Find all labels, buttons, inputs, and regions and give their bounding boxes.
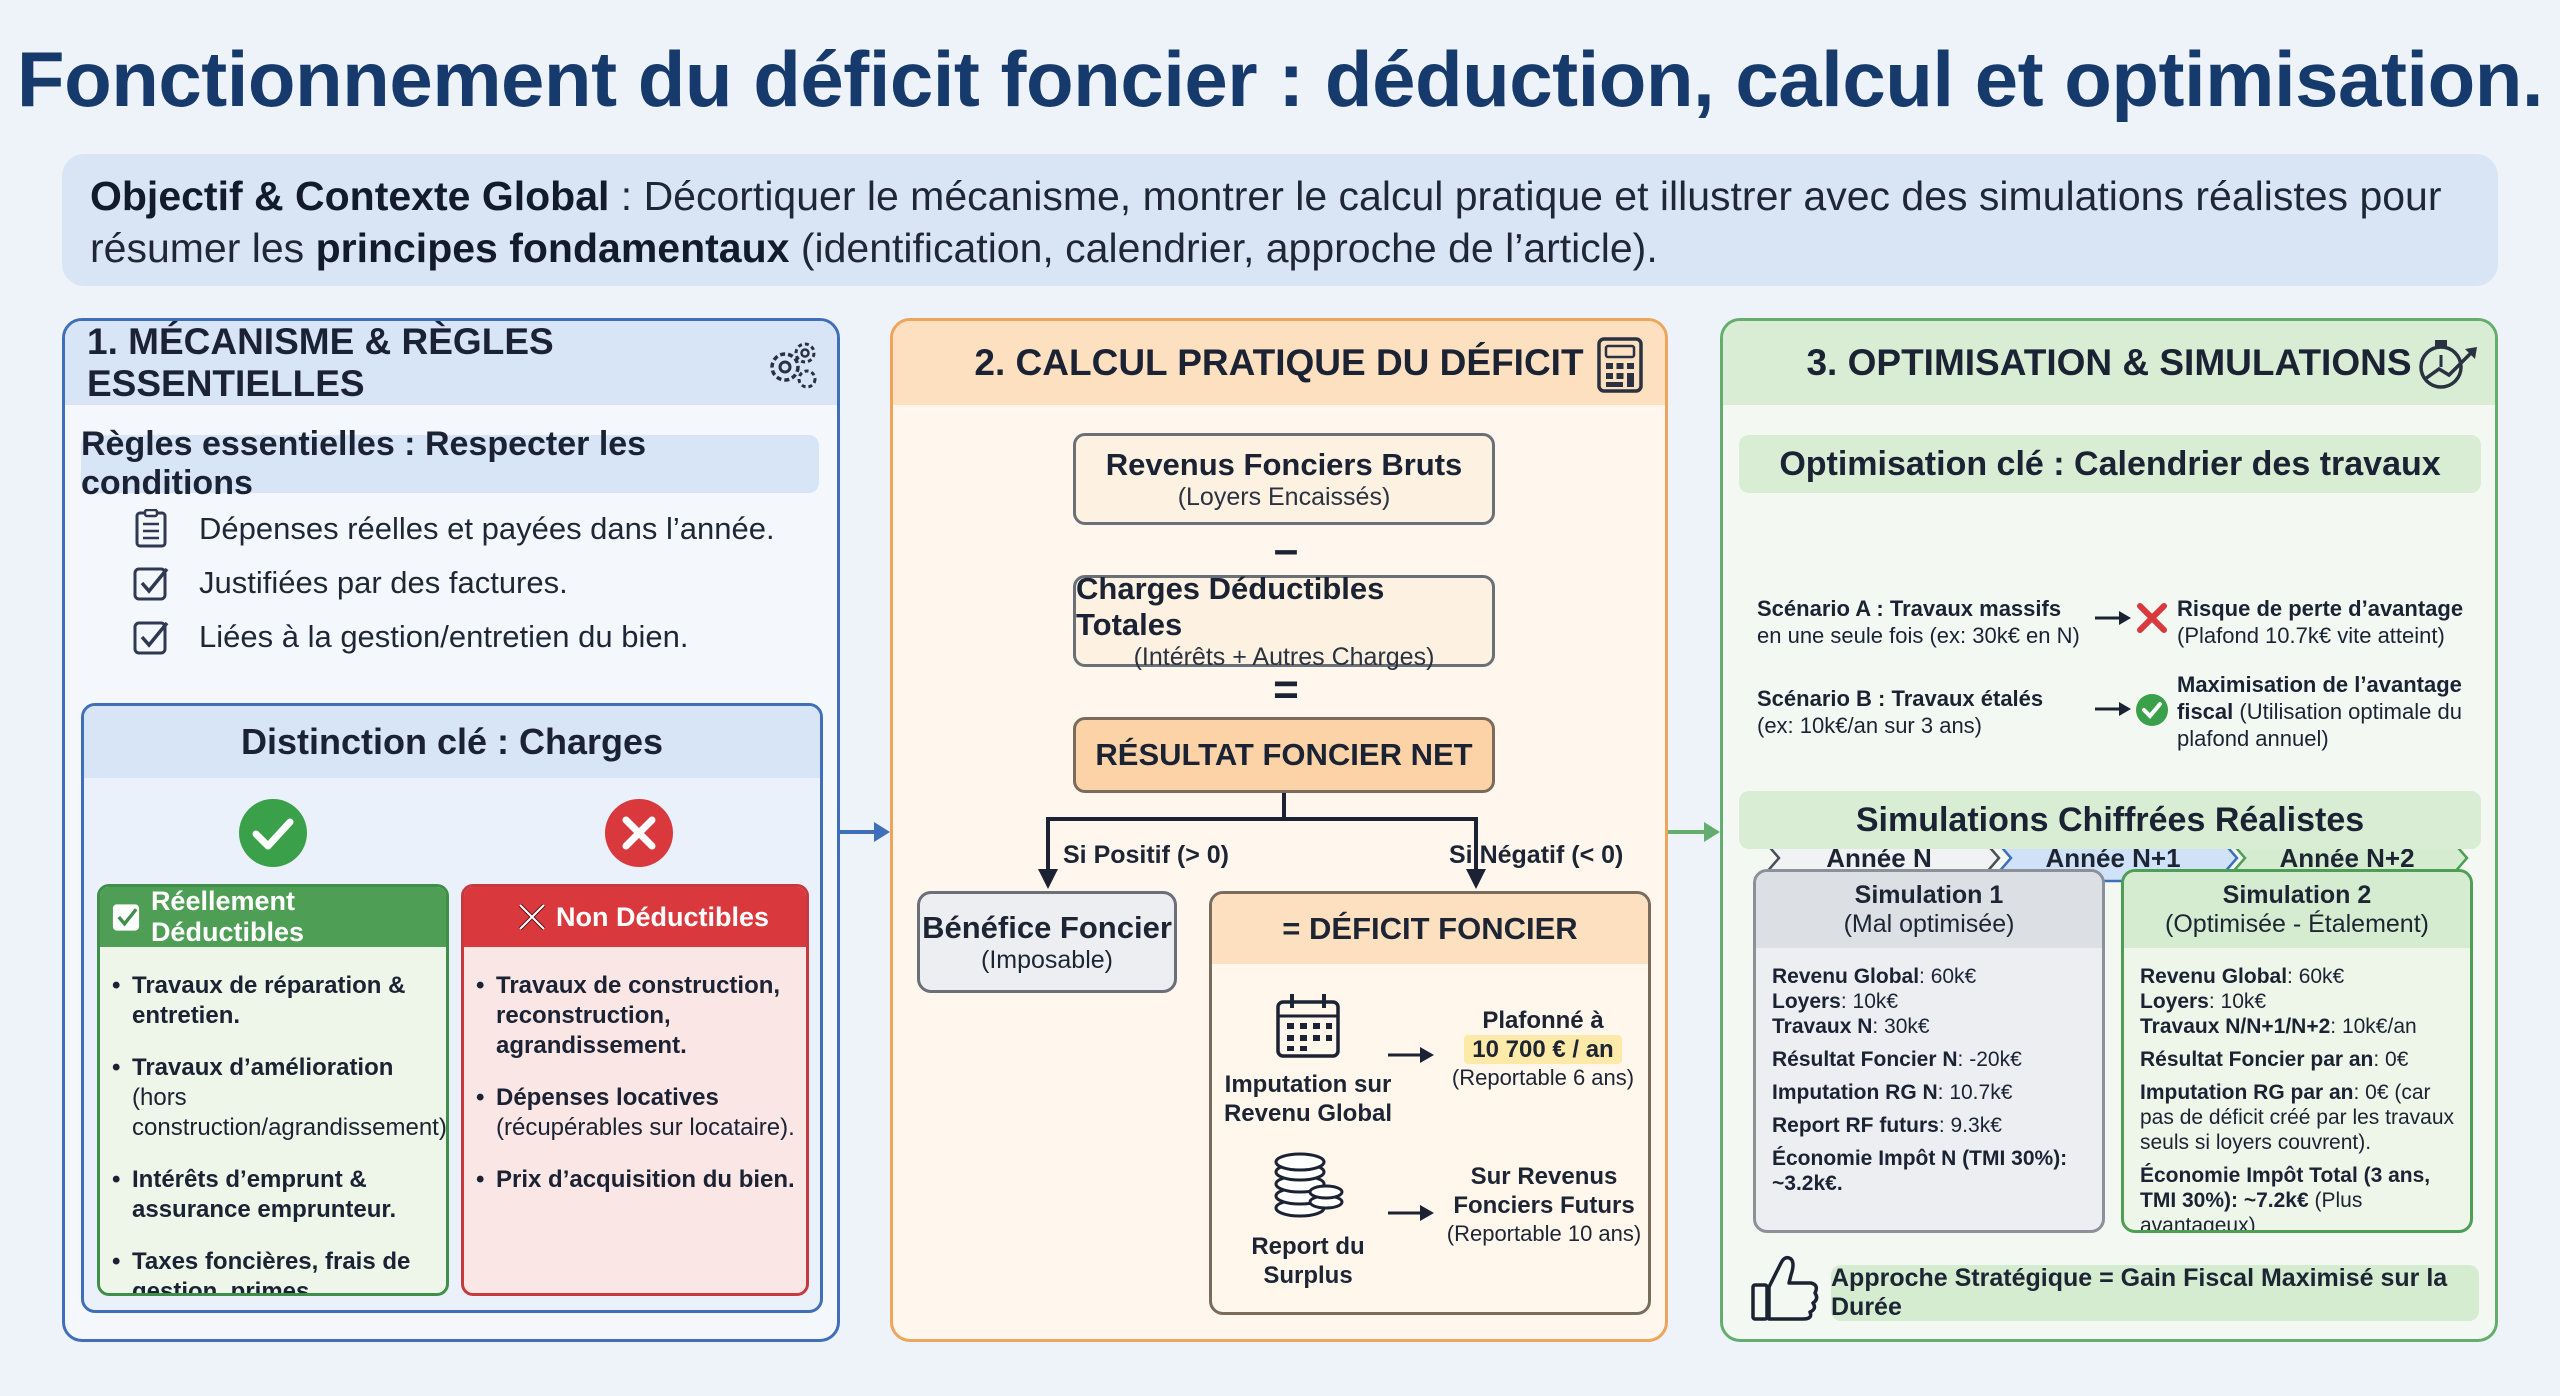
calendar-title: Optimisation clé : Calendrier des travau… [1739, 435, 2481, 493]
non-deductible-list: Travaux de construction, reconstruction,… [474, 971, 804, 1217]
deductible-header: Réellement Déductibles [100, 887, 446, 947]
calculator-icon [1597, 337, 1643, 393]
scenario-a-outcome: Risque de perte d’avantage (Plafond 10.7… [2177, 596, 2464, 648]
rule-item: Dépenses réelles et payées dans l’année. [131, 509, 775, 549]
list-item: Report RF futurs: 9.3k€ [1772, 1114, 2002, 1137]
mechanism-panel: 1. MÉCANISME & RÈGLES ESSENTIELLES Règle… [62, 318, 840, 1342]
list-item: Imputation RG par an: 0€ (car pas de déf… [2140, 1081, 2454, 1154]
objective-label: Objectif & Contexte Global [90, 173, 610, 219]
coins-stack-icon [1274, 1152, 1344, 1218]
objective-text-2: (identification, calendrier, approche de… [789, 225, 1658, 271]
list-item: Résultat Foncier N: -20k€ [1772, 1048, 2022, 1071]
checkbox-checked-icon [112, 904, 140, 931]
cross-icon [518, 903, 546, 931]
simulation-2-subtitle: (Optimisée - Étalement) [2165, 910, 2429, 938]
simulation-1-subtitle: (Mal optimisée) [1843, 910, 2015, 938]
objective-text-1: : Décortiquer le mécanisme, montrer le c… [90, 173, 2442, 271]
arrow-right-icon [840, 822, 890, 842]
simulation-1-title: Simulation 1 [1854, 881, 2004, 909]
distinction-title: Distinction clé : Charges [84, 706, 820, 778]
list-item: Prix d’acquisition du bien. [474, 1165, 804, 1195]
rule-text: Justifiées par des factures. [199, 565, 568, 600]
list-item: Résultat Foncier par an: 0€ [2140, 1048, 2409, 1071]
list-item: Travaux de construction, reconstruction,… [474, 971, 804, 1061]
cross-icon [2137, 603, 2167, 633]
equals-operator: = [1273, 665, 1299, 714]
deficit-title: = DÉFICIT FONCIER [1212, 894, 1648, 964]
scenario-a: Scénario A : Travaux massifs en une seul… [1757, 596, 2080, 648]
negative-branch-label: Si Négatif (< 0) [1449, 841, 1624, 869]
page-title: Fonctionnement du déficit foncier : dédu… [16, 35, 2544, 123]
objective-banner: Objectif & Contexte Global : Décortiquer… [62, 154, 2498, 286]
minus-operator: – [1273, 525, 1299, 574]
positive-branch-label: Si Positif (> 0) [1063, 841, 1230, 869]
scenario-b: Scénario B : Travaux étalés (ex: 10k€/an… [1757, 686, 2044, 738]
arrow-right-icon [2095, 611, 2131, 625]
simulations-title: Simulations Chiffrées Réalistes [1739, 791, 2481, 849]
list-item: Travaux de réparation & entretien. [110, 971, 446, 1031]
gears-icon [770, 342, 817, 389]
simulation-1-card: Simulation 1 (Mal optimisée) Revenu Glob… [1753, 869, 2105, 1233]
panel-2-heading: 2. CALCUL PRATIQUE DU DÉFICIT [893, 321, 1665, 405]
calendar-icon [1276, 994, 1340, 1058]
rule-item: Liées à la gestion/entretien du bien. [131, 617, 688, 657]
distinction-box: Distinction clé : Charges Réellement Déd… [81, 703, 823, 1313]
optimisation-panel: 3. OPTIMISATION & SIMULATIONS Optimisati… [1720, 318, 2498, 1342]
list-item: Taxes foncières, frais de gestion, prime… [110, 1247, 446, 1293]
deductible-list: Travaux de réparation & entretien. Trava… [110, 971, 446, 1293]
objective-strong: principes fondamentaux [315, 225, 790, 271]
deductible-title: Réellement Déductibles [150, 886, 304, 947]
checklist-icon [135, 509, 167, 548]
list-item: Revenu Global: 60k€ Loyers: 10k€ Travaux… [2140, 965, 2417, 1038]
panel-3-heading: 3. OPTIMISATION & SIMULATIONS [1723, 321, 2495, 405]
arrow-right-icon [1388, 1047, 1434, 1063]
list-item: Économie Impôt Total (3 ans, TMI 30%): ~… [2140, 1164, 2431, 1233]
rule-text: Dépenses réelles et payées dans l’année. [199, 511, 775, 546]
benefit-box: Bénéfice Foncier (Imposable) [917, 891, 1177, 993]
check-circle-icon [239, 799, 307, 867]
cap-value: 10 700 € / an [1464, 1035, 1622, 1064]
arrow-right-icon [1668, 822, 1720, 842]
check-circle-icon [2136, 694, 2168, 726]
gross-income-box: Revenus Fonciers Bruts (Loyers Encaissés… [1073, 433, 1495, 525]
list-item: Imputation RG N: 10.7k€ [1772, 1081, 2013, 1104]
deductible-column: Réellement Déductibles Travaux de répara… [97, 884, 449, 1296]
imputation-label: Imputation sur Revenu Global [1223, 1071, 1393, 1127]
non-deductible-header: Non Déductibles [464, 887, 806, 947]
future-income-info: Sur Revenus Fonciers Futurs (Reportable … [1446, 1163, 1642, 1246]
branch-arrows [1038, 793, 1486, 889]
rule-text: Liées à la gestion/entretien du bien. [199, 619, 689, 654]
panel-1-heading: 1. MÉCANISME & RÈGLES ESSENTIELLES [65, 321, 837, 405]
arrow-right-icon [1388, 1205, 1434, 1221]
checkbox-checked-icon [133, 621, 169, 655]
stopwatch-growth-icon [2419, 340, 2477, 389]
non-deductible-title: Non Déductibles [556, 901, 770, 932]
simulation-2-title: Simulation 2 [2222, 881, 2372, 909]
arrow-right-icon [2095, 702, 2131, 716]
list-item: Économie Impôt N (TMI 30%): ~3.2k€. [1772, 1147, 2068, 1195]
simulation-2-card: Simulation 2 (Optimisée - Étalement) Rev… [2121, 869, 2473, 1233]
list-item: Travaux d’amélioration (hors constructio… [110, 1053, 446, 1143]
conclusion-banner: Approche Stratégique = Gain Fiscal Maxim… [1831, 1264, 2479, 1321]
calculation-panel: 2. CALCUL PRATIQUE DU DÉFICIT Revenus Fo… [890, 318, 1668, 1342]
checkbox-checked-icon [133, 567, 169, 601]
scenario-b-outcome: Maximisation de l’avantage fiscal (Utili… [2177, 672, 2462, 751]
report-label: Report du Surplus [1251, 1233, 1365, 1289]
cross-circle-icon [605, 799, 673, 867]
list-item: Revenu Global: 60k€ Loyers: 10k€ Travaux… [1772, 965, 1977, 1038]
list-item: Intérêts d’emprunt & assurance emprunteu… [110, 1165, 446, 1225]
non-deductible-column: Non Déductibles Travaux de construction,… [461, 884, 809, 1296]
thumbs-up-icon [1751, 1255, 1819, 1321]
deficit-box: = DÉFICIT FONCIER Imputation sur Revenu … [1209, 891, 1651, 1315]
net-result-box: RÉSULTAT FONCIER NET [1073, 717, 1495, 793]
rules-title: Règles essentielles : Respecter les cond… [81, 425, 819, 502]
rule-item: Justifiées par des factures. [131, 563, 568, 603]
deductible-charges-box: Charges Déductibles Totales (Intérêts + … [1073, 571, 1495, 671]
cap-info: Plafonné à 10 700 € / an (Reportable 6 a… [1451, 1007, 1635, 1090]
list-item: Dépenses locatives (récupérables sur loc… [474, 1083, 804, 1143]
